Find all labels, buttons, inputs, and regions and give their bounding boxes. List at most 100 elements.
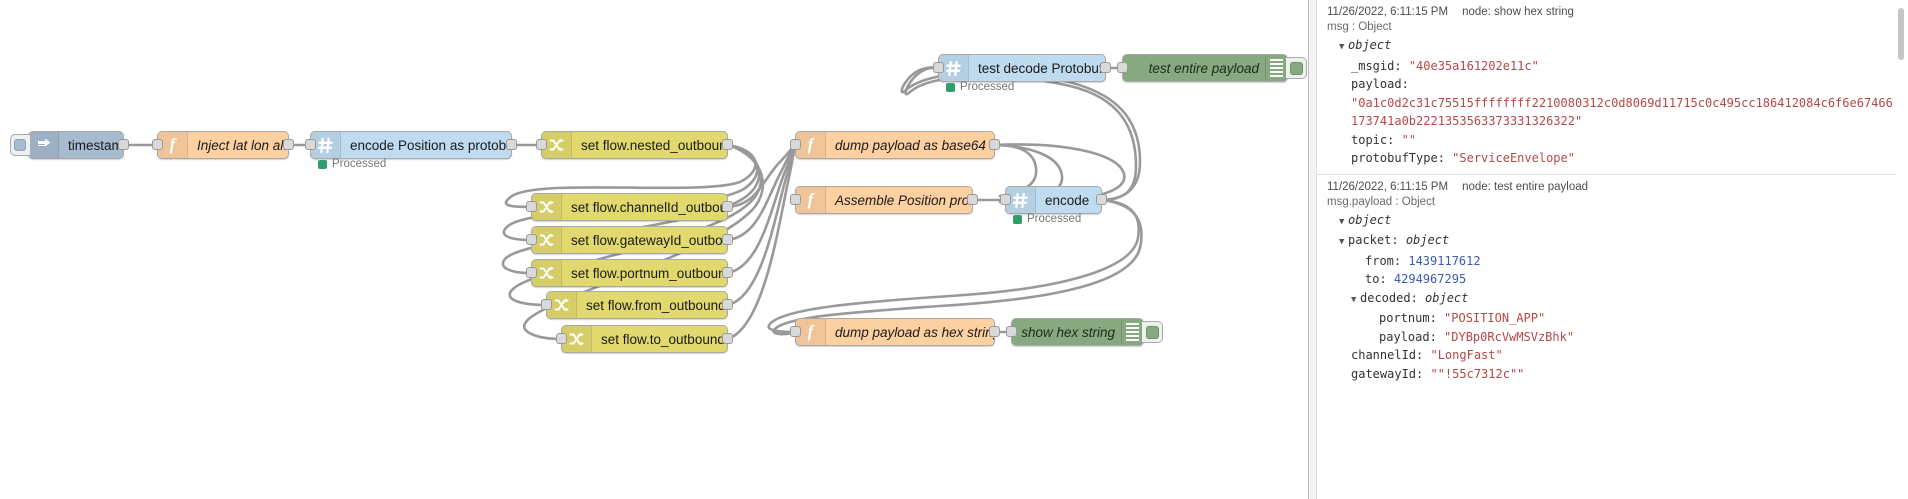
debug-entry-decoded[interactable]: ▼decoded: object: [1317, 289, 1896, 310]
debug-entry-portnum: portnum: "POSITION_APP": [1379, 311, 1546, 325]
debug-message-list[interactable]: 11/26/2022, 6:11:15 PM node: show hex st…: [1317, 0, 1896, 499]
node-test-decode-protobuf[interactable]: test decode Protobuf: [933, 54, 1111, 82]
debug-entry-protobuftype: protobufType: "ServiceEnvelope": [1351, 151, 1575, 165]
output-port[interactable]: [118, 139, 129, 150]
debug-root-node[interactable]: ▼object: [1317, 36, 1896, 57]
debug-message[interactable]: 11/26/2022, 6:11:15 PM node: show hex st…: [1317, 0, 1896, 175]
node-label: encode: [1045, 192, 1090, 208]
debug-toggle-button[interactable]: [1142, 321, 1163, 343]
debug-message[interactable]: 11/26/2022, 6:11:15 PM node: test entire…: [1317, 175, 1896, 390]
flow-canvas[interactable]: timestamp f Inject lat lon alt encode Po…: [0, 0, 1308, 499]
node-assemble-position-protobuf[interactable]: f Assemble Position protobuf: [790, 186, 978, 214]
node-timestamp[interactable]: timestamp: [10, 131, 129, 159]
node-label: dump payload as base64 string: [835, 137, 994, 153]
node-inject-lat-lon-alt[interactable]: f Inject lat lon alt: [152, 131, 294, 159]
node-label: set flow.to_outbound: [601, 331, 725, 347]
debug-sidebar[interactable]: 11/26/2022, 6:11:15 PM node: show hex st…: [1308, 0, 1908, 499]
output-port[interactable]: [722, 267, 733, 278]
node-label: set flow.gatewayId_outbound: [571, 232, 727, 248]
output-port[interactable]: [989, 326, 1000, 337]
output-port[interactable]: [1100, 62, 1111, 73]
input-port[interactable]: [152, 139, 163, 150]
debug-entry-from: from: 1439117612: [1365, 253, 1481, 268]
debug-entry-msgid: _msgid: "40e35a161202e11c": [1351, 58, 1539, 73]
node-dump-payload-as-hex-string[interactable]: f dump payload as hex string: [790, 318, 1000, 346]
input-port[interactable]: [526, 201, 537, 212]
node-label: Inject lat lon alt: [197, 137, 288, 153]
shuffle-icon: [562, 326, 592, 352]
input-port[interactable]: [536, 139, 547, 150]
input-port[interactable]: [526, 234, 537, 245]
hash-icon: [1006, 187, 1036, 213]
node-show-hex-string[interactable]: show hex string: [1006, 318, 1163, 346]
input-port[interactable]: [790, 139, 801, 150]
node-set-flow-to-outbound[interactable]: set flow.to_outbound: [556, 325, 733, 353]
debug-message-header: 11/26/2022, 6:11:15 PM node: test entire…: [1317, 179, 1896, 195]
output-port[interactable]: [722, 333, 733, 344]
output-port[interactable]: [722, 139, 733, 150]
function-f-icon: f: [796, 132, 826, 158]
status-text: Processed: [332, 158, 387, 170]
node-set-flow-portnum-outbound[interactable]: set flow.portnum_outbound: [526, 259, 733, 287]
debug-source-node: node: test entire payload: [1462, 180, 1589, 193]
node-set-flow-gatewayid-outbound[interactable]: set flow.gatewayId_outbound: [526, 226, 733, 254]
input-port[interactable]: [305, 139, 316, 150]
input-port[interactable]: [541, 299, 552, 310]
node-label: Assemble Position protobuf: [835, 192, 972, 208]
node-label: show hex string: [1021, 324, 1115, 340]
input-port[interactable]: [556, 333, 567, 344]
status-dot-icon: [318, 159, 327, 169]
node-set-flow-nested-outbound[interactable]: set flow.nested_outbound: [536, 131, 733, 159]
node-test-entire-payload[interactable]: test entire payload: [1117, 54, 1307, 82]
node-set-flow-from-outbound[interactable]: set flow.from_outbound: [541, 291, 733, 319]
debug-property-path: msg : Object: [1327, 21, 1392, 33]
hash-icon: [939, 55, 969, 81]
output-port[interactable]: [506, 139, 517, 150]
output-port[interactable]: [1096, 194, 1107, 205]
input-port[interactable]: [526, 267, 537, 278]
node-encode-position-as-protobuf[interactable]: encode Position as protobuf: [305, 131, 517, 159]
input-port[interactable]: [1000, 194, 1011, 205]
sidebar-scrollbar[interactable]: [1898, 0, 1906, 499]
debug-toggle-button[interactable]: [1286, 57, 1307, 79]
status-dot-icon: [946, 82, 955, 92]
function-f-icon: f: [158, 132, 188, 158]
debug-entry-packet[interactable]: ▼packet: object: [1317, 231, 1896, 252]
node-label: set flow.portnum_outbound: [571, 265, 727, 281]
chevron-down-icon[interactable]: ▼: [1339, 42, 1345, 52]
inject-trigger-button[interactable]: [10, 134, 30, 156]
debug-root-node[interactable]: ▼object: [1317, 211, 1896, 232]
node-encode[interactable]: encode: [1000, 186, 1107, 214]
shuffle-icon: [532, 194, 562, 220]
node-dump-payload-as-base64-string[interactable]: f dump payload as base64 string: [790, 131, 1000, 159]
output-port[interactable]: [283, 139, 294, 150]
debug-message-header: 11/26/2022, 6:11:15 PM node: show hex st…: [1317, 4, 1896, 20]
input-port[interactable]: [933, 62, 944, 73]
node-label: set flow.nested_outbound: [581, 137, 727, 153]
sidebar-scrollbar-thumb[interactable]: [1898, 8, 1904, 60]
output-port[interactable]: [722, 234, 733, 245]
chevron-down-icon[interactable]: ▼: [1351, 294, 1357, 305]
status-text: Processed: [960, 81, 1015, 93]
output-port[interactable]: [967, 194, 978, 205]
sidebar-gutter: [1309, 0, 1317, 499]
node-label: set flow.channelId_outbound: [571, 199, 727, 215]
output-port[interactable]: [722, 201, 733, 212]
shuffle-icon: [532, 227, 562, 253]
status-encode: Processed: [1013, 213, 1081, 225]
status-encode-position: Processed: [318, 158, 386, 170]
output-port[interactable]: [722, 299, 733, 310]
debug-timestamp: 11/26/2022, 6:11:15 PM: [1327, 6, 1449, 18]
chevron-down-icon[interactable]: ▼: [1339, 237, 1345, 247]
shuffle-icon: [532, 260, 562, 286]
node-set-flow-channelid-outbound[interactable]: set flow.channelId_outbound: [526, 193, 733, 221]
input-port[interactable]: [1006, 326, 1017, 337]
output-port[interactable]: [989, 139, 1000, 150]
input-port[interactable]: [1117, 62, 1128, 73]
node-label: timestamp: [68, 137, 123, 153]
input-port[interactable]: [790, 194, 801, 205]
input-port[interactable]: [790, 326, 801, 337]
hash-icon: [311, 132, 341, 158]
chevron-down-icon[interactable]: ▼: [1339, 216, 1345, 227]
